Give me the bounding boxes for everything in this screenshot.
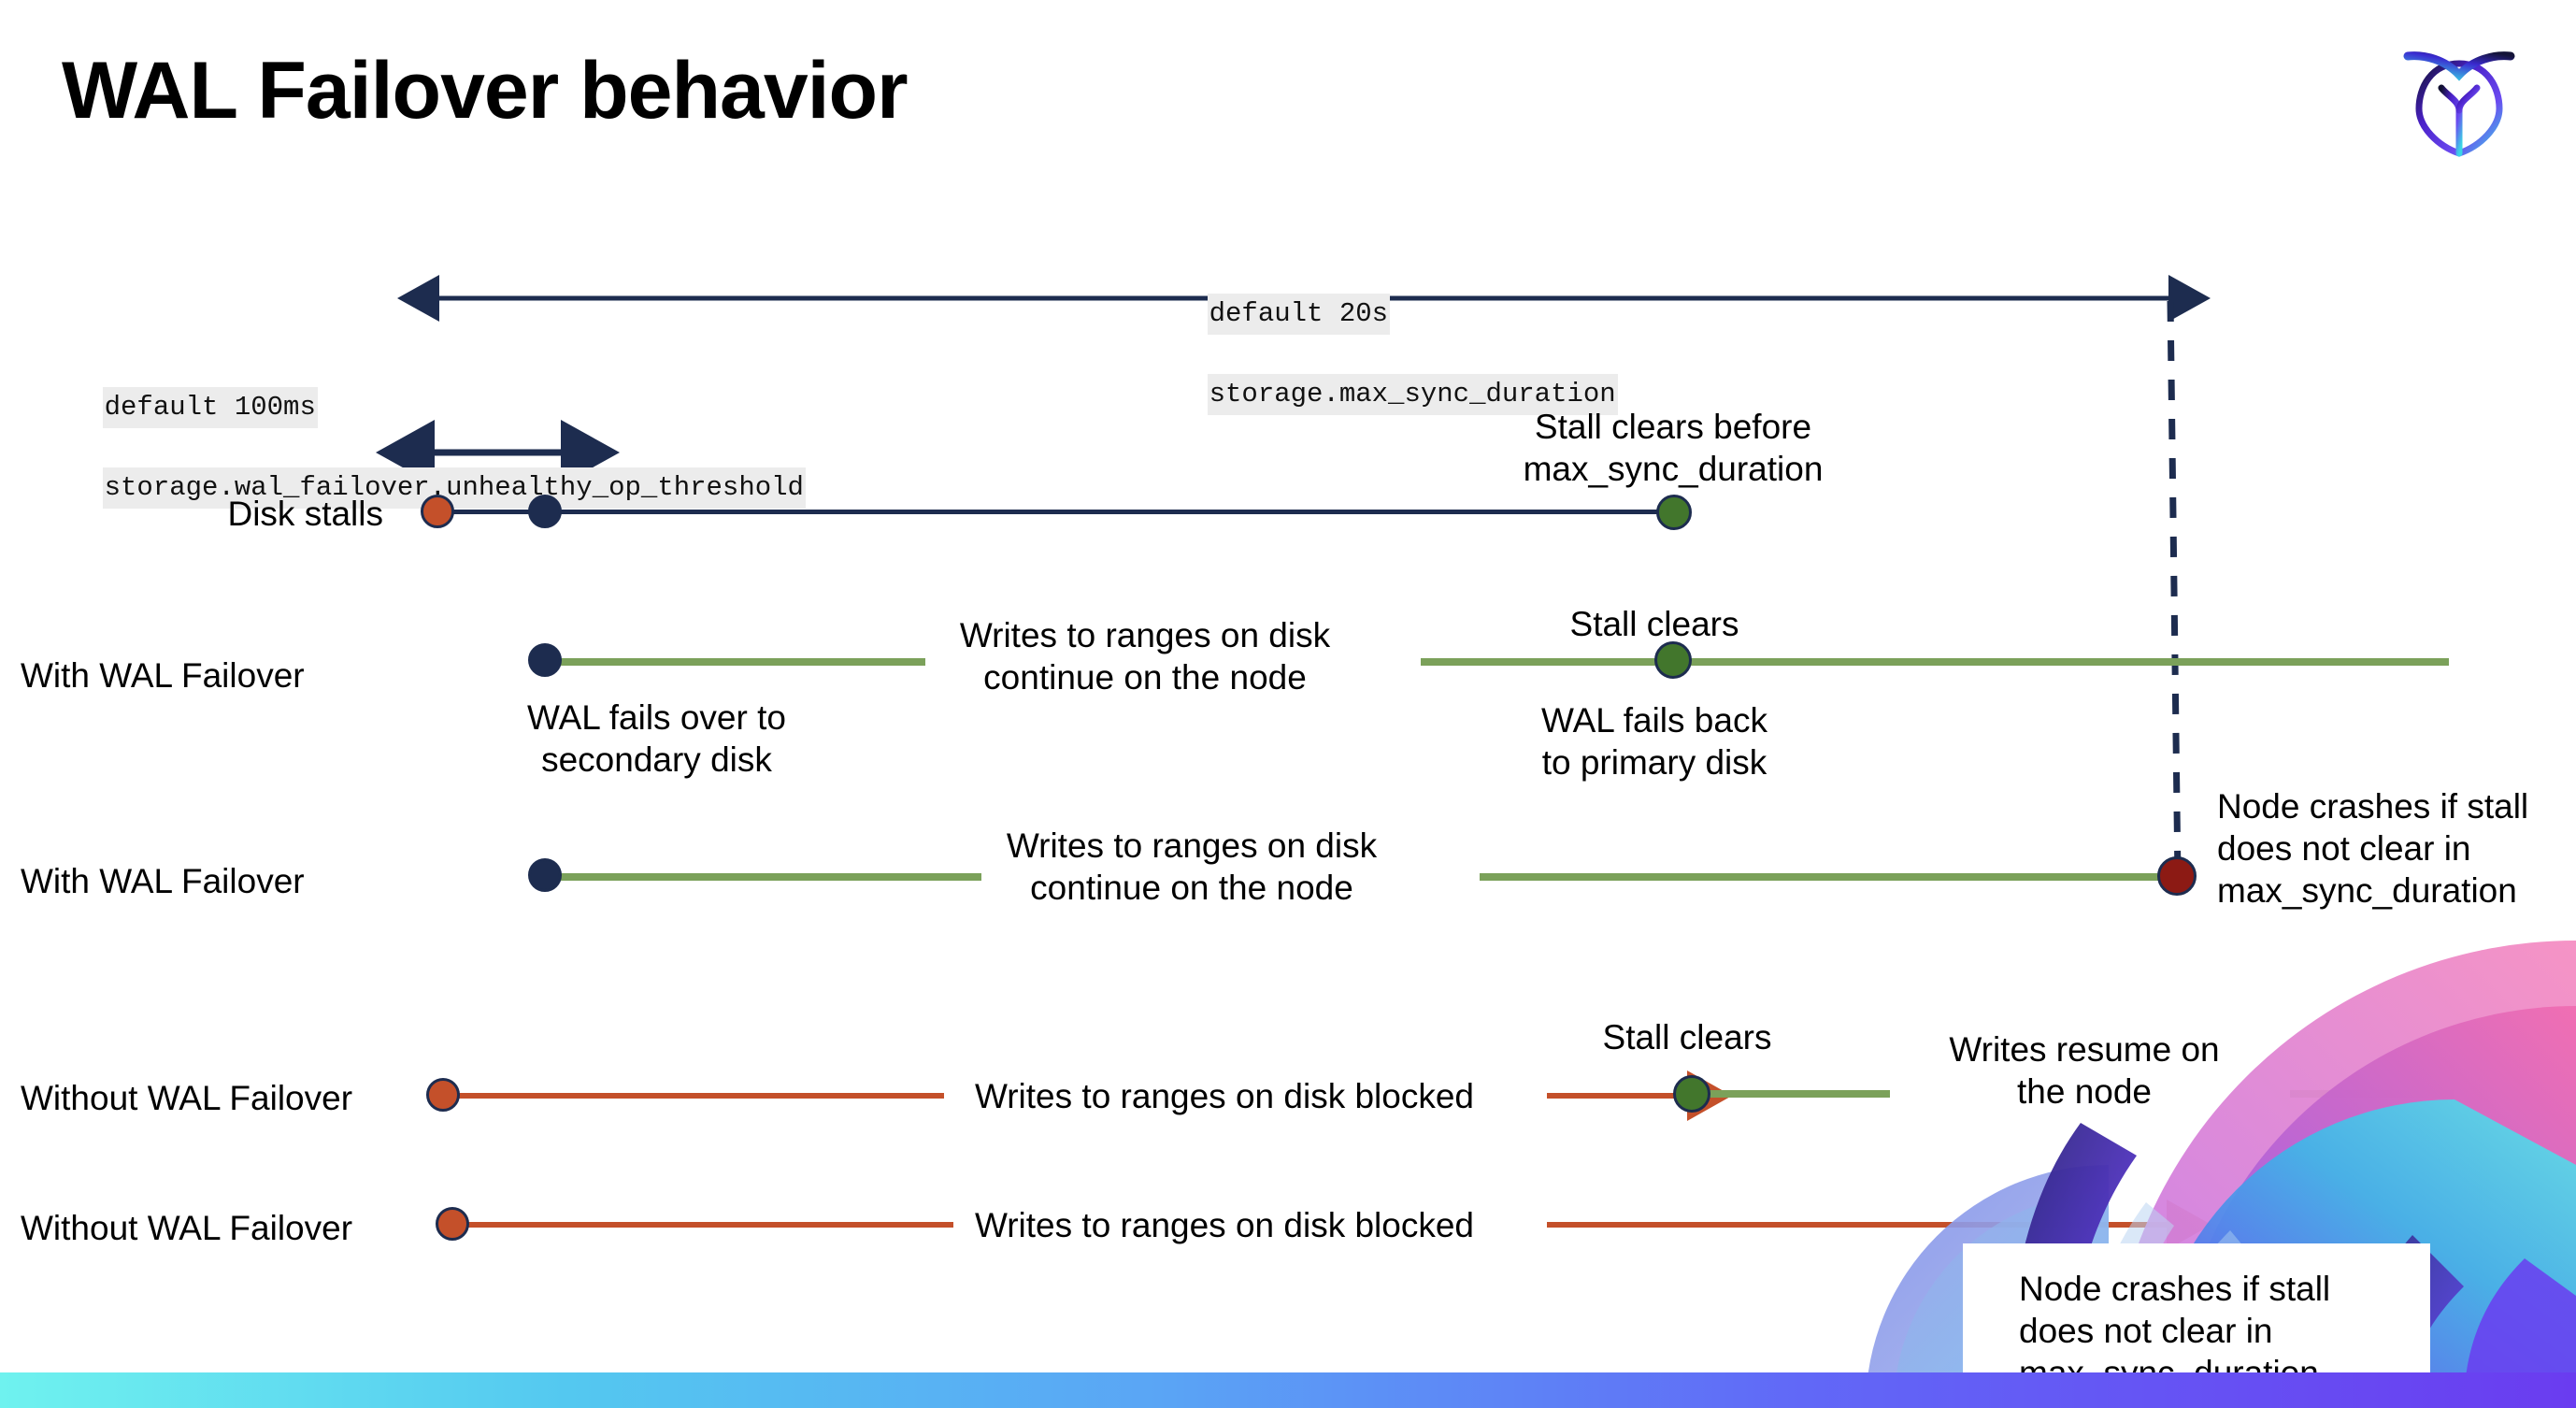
without-wal-1-stall-clear-dot xyxy=(1673,1075,1710,1113)
with-wal-2-segment-b xyxy=(1480,873,2171,881)
annotation-unhealthy-op-threshold-line1: default 100ms xyxy=(102,387,318,429)
disk-stalls-failover-dot xyxy=(528,495,562,528)
annotation-max-sync-duration-line1: default 20s xyxy=(1207,294,1391,336)
with-wal-2-failover-dot xyxy=(528,858,562,892)
with-wal-1-segment-a xyxy=(547,658,925,666)
annotation-unhealthy-op-threshold: default 100ms storage.wal_failover.unhea… xyxy=(37,348,806,548)
note-writes-continue-2: Writes to ranges on disk continue on the… xyxy=(1006,826,1378,908)
with-wal-1-segment-b xyxy=(1421,658,2449,666)
without-wal-1-start-dot xyxy=(426,1078,460,1112)
with-wal-2-segment-a xyxy=(547,873,981,881)
disk-stalls-clear-dot xyxy=(1656,495,1692,530)
note-stall-clears-2: Stall clears xyxy=(1602,1018,1772,1056)
note-node-crashes-1: Node crashes if stall does not clear in … xyxy=(2217,787,2529,911)
bottom-gradient-bar xyxy=(0,1372,2576,1408)
annotation-max-sync-duration: default 20s storage.max_sync_duration xyxy=(1142,254,1618,454)
row-label-with-wal-failover-1: With WAL Failover xyxy=(21,656,305,695)
page-title: WAL Failover behavior xyxy=(62,46,909,136)
disk-stalls-timeline xyxy=(439,510,1675,514)
note-writes-blocked-2: Writes to ranges on disk blocked xyxy=(974,1206,1475,1244)
annotation-max-sync-duration-line2: storage.max_sync_duration xyxy=(1207,374,1618,416)
without-wal-2-blocked-line xyxy=(467,1222,953,1228)
annotation-unhealthy-op-threshold-line2: storage.wal_failover.unhealthy_op_thresh… xyxy=(102,467,806,510)
note-writes-continue-1: Writes to ranges on disk continue on the… xyxy=(959,616,1331,697)
note-wal-fails-back: WAL fails back to primary disk xyxy=(1541,701,1767,783)
row-label-without-wal-failover-2: Without WAL Failover xyxy=(21,1209,353,1247)
note-writes-blocked-1: Writes to ranges on disk blocked xyxy=(974,1077,1475,1115)
note-wal-fails-over: WAL fails over to secondary disk xyxy=(527,698,786,780)
row-label-with-wal-failover-2: With WAL Failover xyxy=(21,862,305,900)
note-stall-clears-before: Stall clears before max_sync_duration xyxy=(1523,408,1824,489)
without-wal-1-resume-line xyxy=(1703,1090,1890,1098)
with-wal-1-stall-clear-dot xyxy=(1654,641,1692,679)
disk-stalls-start-dot xyxy=(421,495,454,528)
cockroachdb-logo-icon xyxy=(2389,30,2529,161)
note-writes-resume: Writes resume on the node xyxy=(1949,1030,2220,1112)
with-wal-1-failover-dot xyxy=(528,643,562,677)
row-label-disk-stalls: Disk stalls xyxy=(227,495,383,533)
without-wal-1-blocked-line xyxy=(458,1093,944,1099)
with-wal-2-crash-dot xyxy=(2157,856,2197,896)
note-stall-clears-1: Stall clears xyxy=(1569,605,1739,643)
without-wal-2-start-dot xyxy=(436,1207,469,1241)
row-label-without-wal-failover-1: Without WAL Failover xyxy=(21,1079,353,1117)
